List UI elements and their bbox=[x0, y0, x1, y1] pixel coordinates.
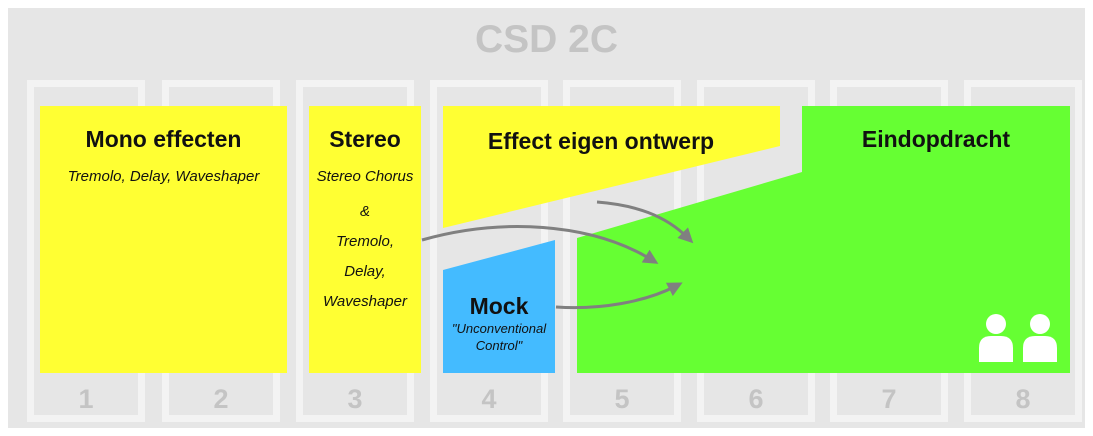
mock-title: Mock bbox=[469, 293, 529, 319]
effect-title: Effect eigen ontwerp bbox=[487, 128, 715, 154]
arrow-mock-to-final bbox=[555, 282, 683, 310]
stereo-title: Stereo bbox=[329, 126, 401, 152]
mock-block bbox=[443, 240, 555, 373]
stereo-line-4: Delay, bbox=[344, 263, 386, 280]
mock-line-2: Control" bbox=[475, 338, 523, 353]
column-number-7: 7 bbox=[881, 384, 897, 414]
two-people-icon bbox=[979, 314, 1057, 362]
column-number-2: 2 bbox=[213, 384, 229, 414]
column-number-8: 8 bbox=[1015, 384, 1031, 414]
final-title: Eindopdracht bbox=[861, 126, 1011, 152]
stereo-line-2: & bbox=[359, 203, 370, 220]
diagram-title: CSD 2C bbox=[474, 18, 619, 61]
stereo-line-3: Tremolo, bbox=[335, 233, 395, 250]
column-number-3: 3 bbox=[347, 384, 363, 414]
stereo-block bbox=[309, 106, 421, 373]
effect-block bbox=[443, 106, 780, 228]
final-block bbox=[577, 106, 1070, 373]
mono-subtitle: Tremolo, Delay, Waveshaper bbox=[67, 168, 260, 185]
column-number-4: 4 bbox=[481, 384, 497, 414]
column-number-5: 5 bbox=[614, 384, 630, 414]
arrow-stereo-to-final bbox=[421, 225, 659, 264]
mock-line-1: "Unconventional bbox=[451, 321, 547, 336]
stereo-line-5: Waveshaper bbox=[323, 293, 407, 310]
mono-block bbox=[40, 106, 287, 373]
stereo-line-1: Stereo Chorus bbox=[316, 168, 414, 185]
column-number-1: 1 bbox=[78, 384, 94, 414]
arrow-effect-to-final bbox=[596, 200, 694, 244]
mono-title: Mono effecten bbox=[85, 126, 242, 152]
column-number-6: 6 bbox=[748, 384, 764, 414]
